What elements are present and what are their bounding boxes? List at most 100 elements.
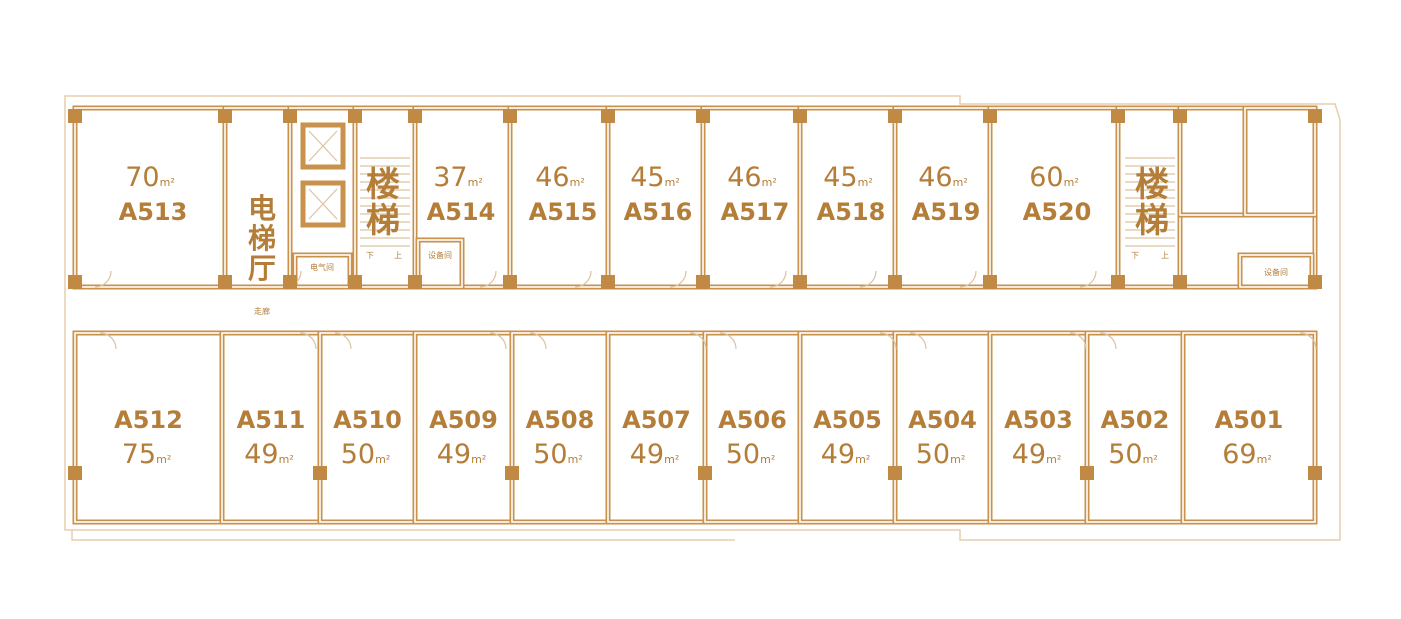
room-id: A506 (718, 406, 787, 434)
elevator-cross (308, 188, 338, 220)
area-unit: m² (375, 453, 390, 466)
area-unit: m² (950, 453, 965, 466)
area-unit: m² (570, 176, 585, 189)
door-swing (1069, 332, 1087, 350)
stairs-label: 楼 (366, 165, 400, 205)
room-id: A509 (429, 406, 498, 434)
doors (94, 270, 1317, 350)
walls (72, 105, 1318, 525)
column (1173, 275, 1187, 289)
column (408, 109, 422, 123)
room-id: A503 (1004, 406, 1073, 434)
electrical-room-wall-inner (294, 254, 351, 288)
column (218, 109, 232, 123)
room-id: A511 (237, 406, 306, 434)
room-id: A515 (529, 198, 598, 226)
room-area: 49m² (821, 439, 870, 470)
elevator-lobby-label: 梯 (248, 222, 276, 255)
elevator-shaft (300, 180, 346, 228)
room-area: 45m² (823, 162, 872, 193)
room-id: A512 (114, 406, 183, 434)
equipment-room-label: 设备间 (1264, 267, 1288, 277)
toilet-1-wall (1177, 105, 1248, 218)
column (283, 275, 297, 289)
stairs-label: 楼 (1135, 165, 1169, 205)
room-area: 75m² (122, 439, 171, 470)
stairs-label: 梯 (1135, 201, 1169, 241)
door-swing (719, 332, 737, 350)
stairs-label: 梯 (366, 201, 400, 241)
room-id: A508 (526, 406, 595, 434)
electrical-room-label: 电气间 (310, 262, 334, 272)
toilet-2-wall (1242, 105, 1318, 218)
stair-direction-label: 上 (1161, 251, 1169, 260)
column (1308, 275, 1322, 289)
area-unit: m² (665, 176, 680, 189)
column (68, 466, 82, 480)
bottom-space-11-wall-inner (1182, 332, 1316, 523)
room-area: 50m² (533, 439, 582, 470)
door-swing (879, 332, 897, 350)
column (503, 275, 517, 289)
room-id: A505 (813, 406, 882, 434)
column (793, 275, 807, 289)
corridor-label: 走廊 (254, 306, 270, 316)
equipment-room-1-wall (415, 237, 465, 290)
area-unit: m² (156, 453, 171, 466)
column (793, 109, 807, 123)
column (696, 109, 710, 123)
room-id: A514 (427, 198, 496, 226)
stair-direction-label: 下 (366, 251, 374, 260)
room-area: 69m² (1222, 439, 1271, 470)
room-area: 46m² (918, 162, 967, 193)
door-swing (529, 332, 547, 350)
door-swing (1099, 332, 1117, 350)
door-swing (1079, 270, 1097, 288)
area-unit: m² (160, 176, 175, 189)
column (1173, 109, 1187, 123)
column (348, 275, 362, 289)
column (601, 275, 615, 289)
outer-outline (64, 95, 1341, 541)
column (68, 275, 82, 289)
room-id: A518 (817, 198, 886, 226)
column (698, 466, 712, 480)
equipment-room-2-wall-inner (1239, 254, 1313, 288)
toilet-2-wall-inner (1244, 107, 1316, 216)
column (601, 109, 615, 123)
room-id: A520 (1023, 198, 1092, 226)
equipment-room-label: 设备间 (428, 250, 452, 260)
room-id: A507 (622, 406, 691, 434)
area-unit: m² (1064, 176, 1079, 189)
room-area: 49m² (1012, 439, 1061, 470)
area-unit: m² (953, 176, 968, 189)
column (888, 109, 902, 123)
door-swing (574, 270, 592, 288)
room-id: A517 (721, 198, 790, 226)
room-area: 50m² (916, 439, 965, 470)
column (1111, 109, 1125, 123)
door-swing (859, 270, 877, 288)
door-swing (489, 332, 507, 350)
room-area: 49m² (630, 439, 679, 470)
column (408, 275, 422, 289)
area-unit: m² (1143, 453, 1158, 466)
room-area: 49m² (244, 439, 293, 470)
toilet-1-wall-inner (1179, 107, 1246, 216)
room-area: 46m² (727, 162, 776, 193)
column (503, 109, 517, 123)
door-swing (689, 332, 707, 350)
door-swing (299, 332, 317, 350)
elevator-shaft (300, 122, 346, 170)
door-swing (99, 332, 117, 350)
column (696, 275, 710, 289)
room-area: 46m² (535, 162, 584, 193)
area-unit: m² (858, 176, 873, 189)
column (888, 275, 902, 289)
room-id: A501 (1215, 406, 1284, 434)
column (983, 109, 997, 123)
elevator-lobby-label: 电 (248, 192, 276, 225)
area-unit: m² (855, 453, 870, 466)
room-area: 50m² (726, 439, 775, 470)
